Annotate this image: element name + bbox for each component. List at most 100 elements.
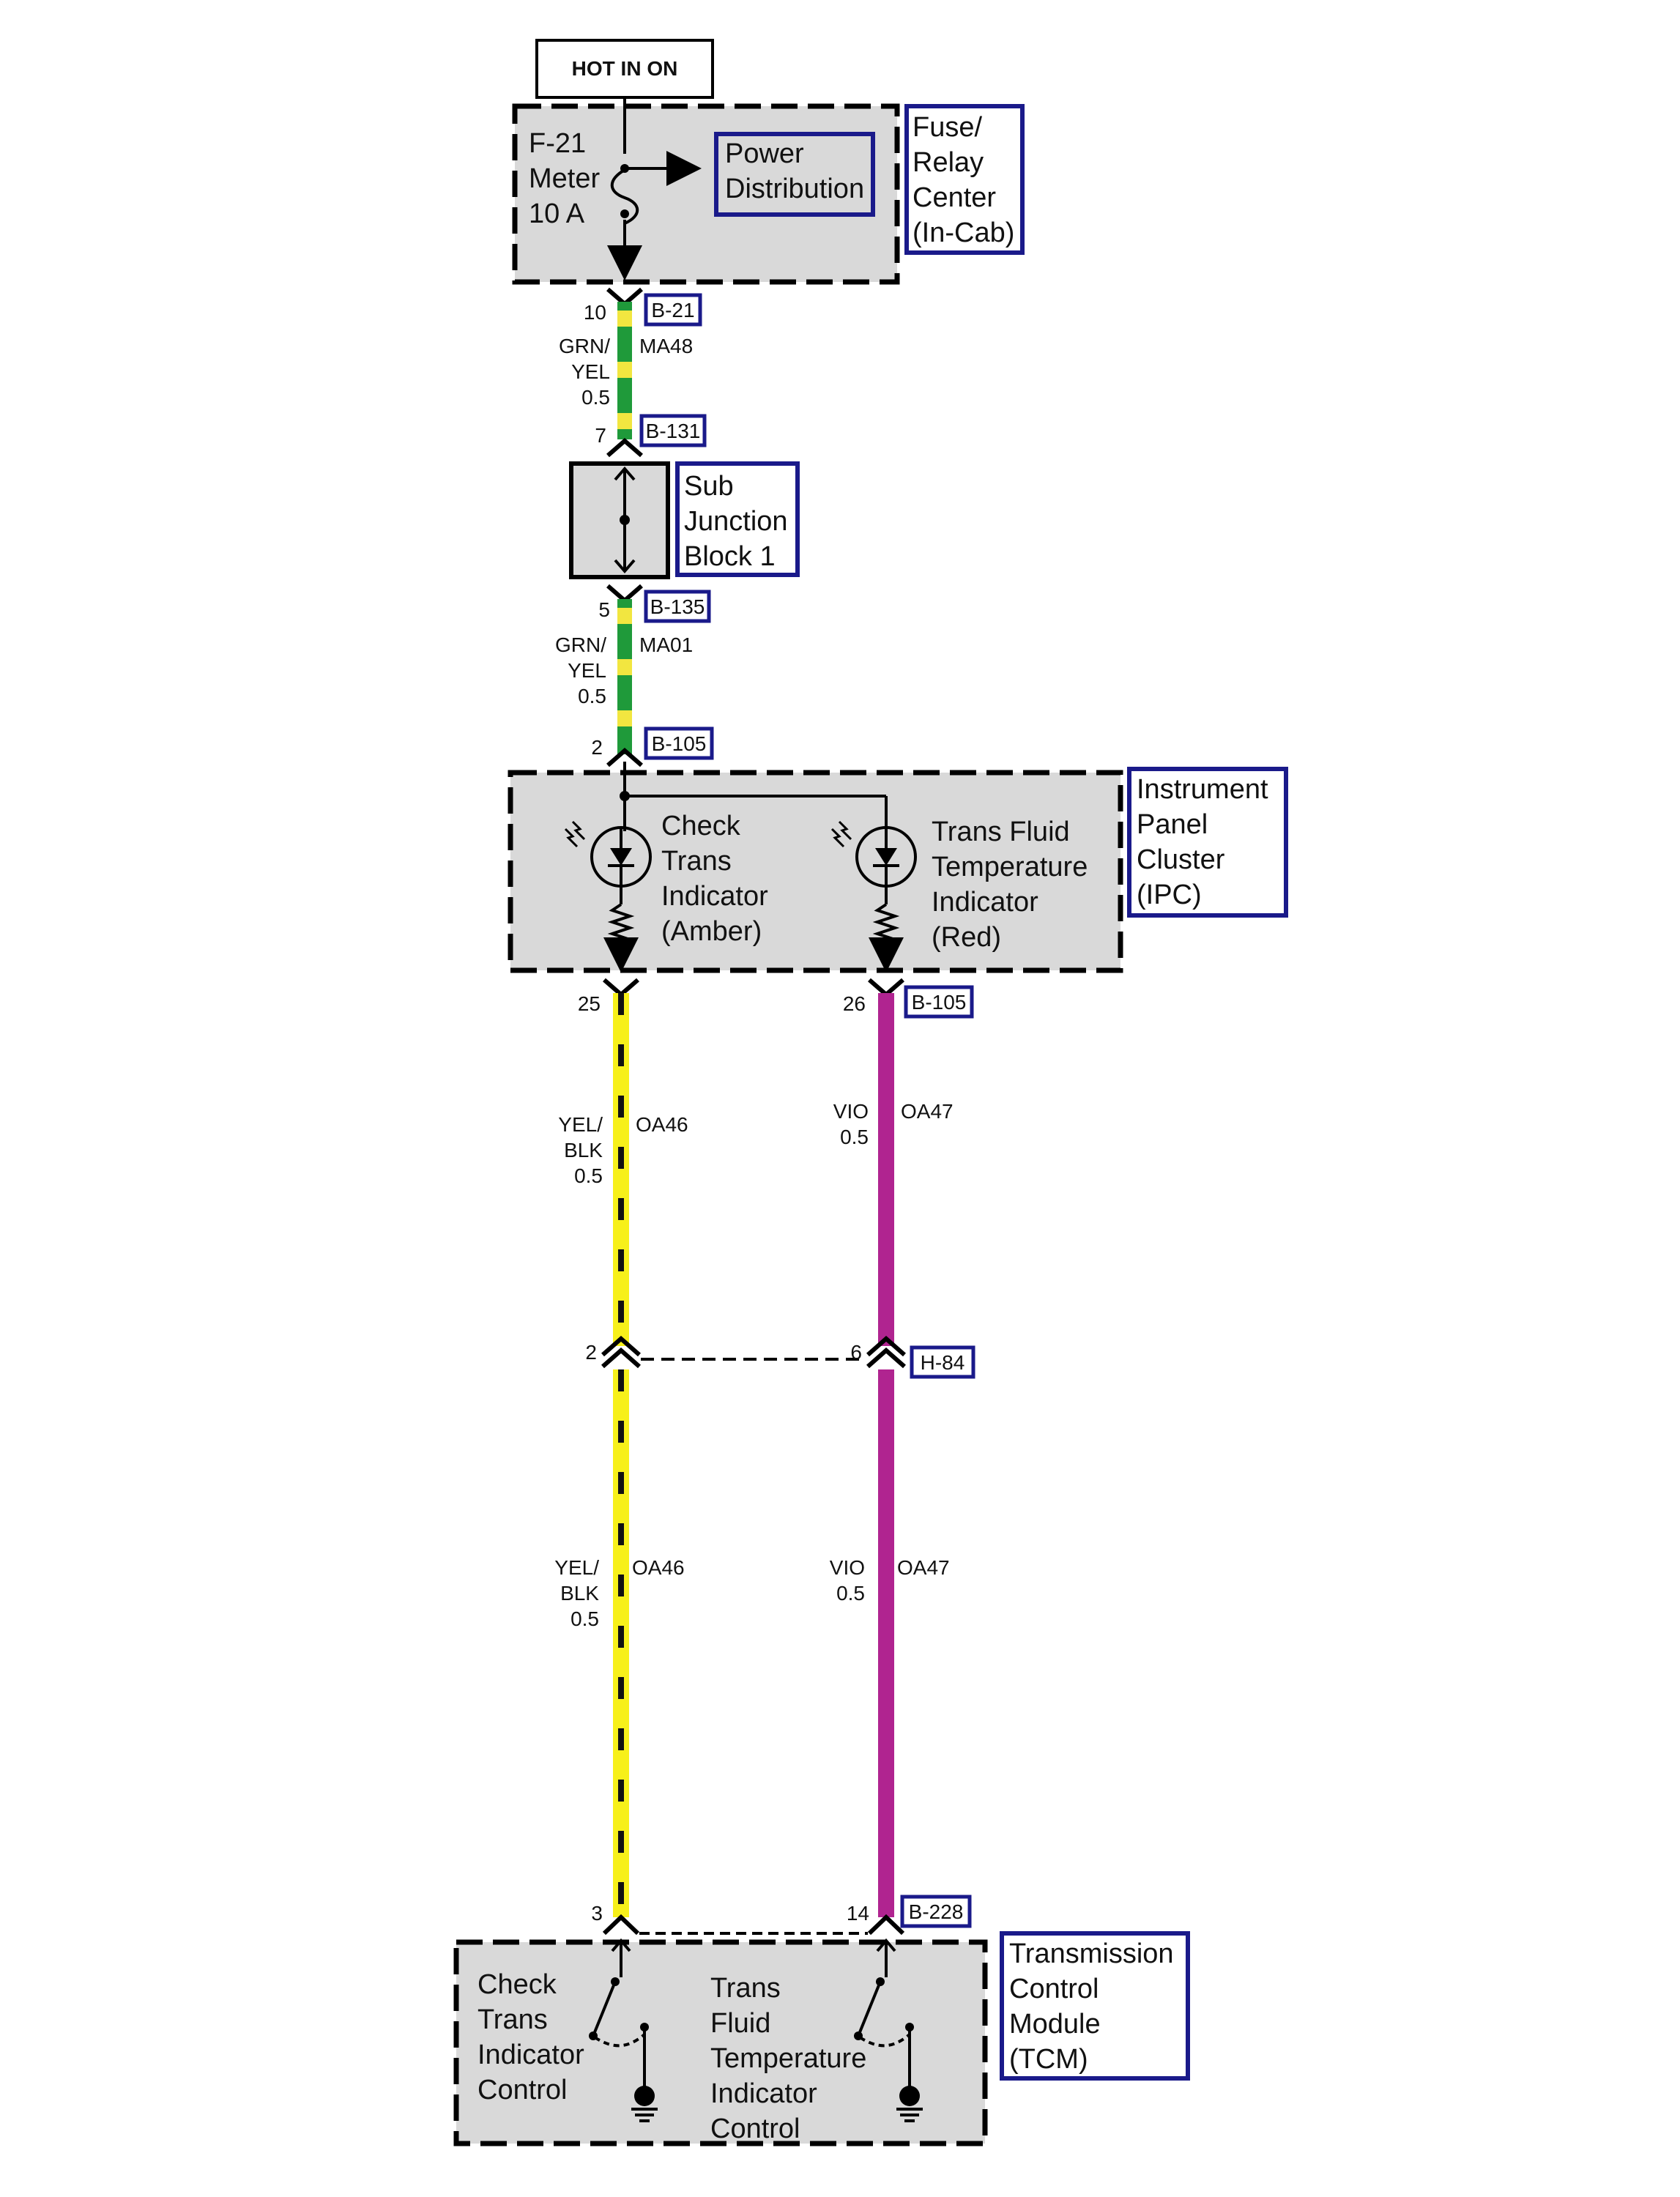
wire-oa46-upper-color-2: BLK: [564, 1139, 603, 1161]
ground-icon: [896, 2086, 923, 2122]
pin-26: 26: [843, 992, 866, 1015]
wire-ma01-color-1: GRN/: [555, 633, 606, 656]
tcm-label-line-1: Transmission: [1009, 1938, 1174, 1969]
ipc-label: Instrument Panel Cluster (IPC): [1127, 767, 1288, 918]
fuse-line-1: F-21: [529, 128, 586, 159]
wire-oa47-lower-circuit: OA47: [897, 1556, 950, 1579]
pin-25: 25: [578, 992, 601, 1015]
lamp1-line-1: Check: [661, 811, 741, 841]
wire-oa46-upper-circuit: OA46: [636, 1113, 688, 1136]
trans-fluid-temp-control-switch-icon: [854, 1938, 914, 2087]
sub-junction-label-line-3: Block 1: [684, 541, 776, 572]
tcm-control2-line-2: Fluid: [710, 2008, 770, 2039]
connector-b105-top-label: B-105: [652, 732, 707, 755]
connector-h84-symbol: [601, 1336, 906, 1369]
instrument-panel-cluster: Check Trans Indicator (Amber) Trans Flui…: [508, 762, 1123, 973]
check-trans-light-rays-icon: [564, 820, 586, 848]
tcm-label-line-2: Control: [1009, 1974, 1099, 2004]
tcm-control1-line-3: Indicator: [477, 2040, 584, 2070]
wire-ma48-circuit: MA48: [639, 335, 693, 357]
check-trans-control-switch-icon: [589, 1938, 649, 2087]
hot-in-on-label: HOT IN ON: [572, 57, 678, 80]
fuse-line-2: Meter: [529, 163, 600, 194]
sub-junction-label: Sub Junction Block 1: [675, 461, 800, 577]
connector-b131-symbol: [606, 438, 643, 458]
power-distribution-line-1: Power: [725, 138, 804, 169]
wire-ma01-color-3: 0.5: [578, 685, 606, 707]
ipc-label-line-2: Panel: [1137, 809, 1208, 840]
fuse-relay-label-line-3: Center: [913, 182, 996, 213]
tcm-control2-line-3: Temperature: [710, 2043, 866, 2074]
wire-oa46-lower-circuit: OA46: [632, 1556, 685, 1579]
fuse-relay-label-line-2: Relay: [913, 147, 984, 178]
trans-fluid-light-rays-icon: [830, 820, 852, 848]
pin-14: 14: [847, 1902, 869, 1925]
tcm-label: Transmission Control Module (TCM): [1000, 1931, 1190, 2081]
tcm-control1-line-4: Control: [477, 2075, 568, 2105]
wire-ma48-color-2: YEL: [571, 360, 610, 383]
connector-b228-label: B-228: [909, 1900, 964, 1923]
pin-6-h84: 6: [850, 1341, 862, 1364]
check-trans-lamp-icon: [590, 826, 652, 973]
lamp2-line-1: Trans Fluid: [932, 817, 1070, 847]
fuse-symbol: [610, 168, 639, 225]
connector-b135-symbol: [606, 584, 643, 603]
wire-oa47-upper-color-2: 0.5: [840, 1126, 869, 1148]
lamp2-line-4: (Red): [932, 922, 1001, 953]
transmission-control-module: Check Trans Indicator Control Trans Flui…: [453, 1938, 988, 2146]
tcm-control2-line-5: Control: [710, 2114, 800, 2144]
ipc-label-line-1: Instrument: [1137, 774, 1268, 805]
wire-oa47-lower-color-2: 0.5: [836, 1582, 865, 1605]
sub-junction-label-line-2: Junction: [684, 506, 788, 537]
lamp2-line-3: Indicator: [932, 887, 1038, 918]
wire-oa47-upper-circuit: OA47: [901, 1100, 954, 1123]
connector-b105-bottom-label: B-105: [912, 991, 967, 1014]
wire-ma48-color-3: 0.5: [581, 386, 610, 409]
tcm-label-line-4: (TCM): [1009, 2044, 1088, 2075]
tcm-control1-line-1: Check: [477, 1969, 557, 2000]
connector-b21-label: B-21: [651, 299, 694, 321]
lamp1-line-2: Trans: [661, 846, 732, 877]
trans-fluid-temp-lamp-icon: [855, 826, 917, 973]
sub-junction-label-line-1: Sub: [684, 471, 734, 502]
pin-2: 2: [591, 736, 603, 759]
fuse-relay-label-line-4: (In-Cab): [913, 218, 1014, 248]
tcm-control2-line-1: Trans: [710, 1973, 781, 2004]
ipc-label-line-3: Cluster: [1137, 844, 1225, 875]
sub-junction-block: [569, 461, 670, 579]
lamp2-line-2: Temperature: [932, 852, 1088, 882]
fuse-line-3: 10 A: [529, 198, 585, 229]
fuse-relay-label: Fuse/ Relay Center (In-Cab): [904, 104, 1025, 255]
connector-b105-pin26-symbol: [868, 978, 904, 997]
ground-icon: [631, 2086, 658, 2122]
wire-oa46-lower-color-2: BLK: [560, 1582, 599, 1605]
connector-b228-symbol: [602, 1914, 905, 1936]
wire-ma01-circuit: MA01: [639, 633, 693, 656]
pin-7: 7: [595, 424, 606, 447]
wire-oa46-upper-color-3: 0.5: [574, 1164, 603, 1187]
wire-ma48-color-1: GRN/: [559, 335, 610, 357]
tcm-label-line-3: Module: [1009, 2009, 1101, 2040]
tcm-control1-line-2: Trans: [477, 2004, 548, 2035]
wire-oa47-lower-color-1: VIO: [830, 1556, 865, 1579]
lamp1-line-3: Indicator: [661, 881, 768, 912]
wire-oa46-lower-color-3: 0.5: [570, 1607, 599, 1630]
connector-b135-label: B-135: [650, 595, 705, 618]
connector-b131-label: B-131: [646, 420, 701, 442]
power-distribution-box: [714, 132, 875, 217]
wire-oa47-upper-color-1: VIO: [833, 1100, 869, 1123]
connector-h84-label: H-84: [921, 1351, 965, 1374]
pin-2-h84: 2: [585, 1341, 597, 1364]
connector-b105-top-symbol: [606, 748, 643, 767]
tcm-control2-line-4: Indicator: [710, 2078, 817, 2109]
pin-3: 3: [591, 1902, 603, 1925]
hot-in-on-header: HOT IN ON: [535, 39, 714, 99]
ipc-label-line-4: (IPC): [1137, 880, 1202, 910]
wire-ma01-color-2: YEL: [568, 659, 606, 682]
connector-b105-pin25-symbol: [603, 978, 639, 997]
fuse-relay-center: F-21 Meter 10 A Power Distribution: [512, 97, 900, 285]
wire-oa46-upper-color-1: YEL/: [558, 1113, 603, 1136]
pin-10: 10: [584, 301, 606, 324]
power-distribution-line-2: Distribution: [725, 174, 864, 204]
